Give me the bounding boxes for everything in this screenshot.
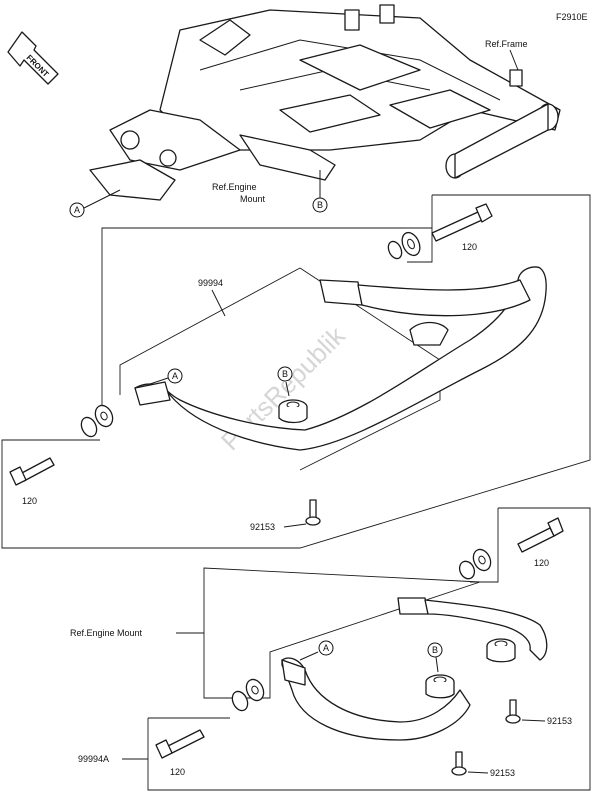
screw-lower-right-label: 92153 bbox=[547, 716, 572, 726]
frame-illustration bbox=[89, 4, 561, 201]
bushing-upper-right-icon bbox=[387, 231, 421, 260]
ref-engine-mount-top-line2: Mount bbox=[240, 194, 266, 204]
screw-lower-right-icon bbox=[505, 699, 521, 724]
screw-lower-center-label: 92153 bbox=[490, 768, 515, 778]
bushing-lower-left-icon bbox=[231, 678, 265, 712]
svg-text:B: B bbox=[317, 200, 323, 210]
svg-text:A: A bbox=[323, 643, 329, 653]
ref-frame-label: Ref.Frame bbox=[485, 39, 528, 49]
front-arrow-icon: FRONT bbox=[7, 31, 59, 85]
svg-text:B: B bbox=[282, 369, 288, 379]
bolt-lower-left-label: 120 bbox=[170, 767, 185, 777]
screw-upper-label: 92153 bbox=[250, 522, 275, 532]
lower-callout-a: A bbox=[299, 640, 334, 661]
bolt-upper-right-label: 120 bbox=[462, 242, 477, 252]
svg-text:A: A bbox=[172, 371, 178, 381]
lower-callout-b: B bbox=[427, 642, 443, 673]
frame-callout-b: B bbox=[312, 170, 328, 213]
bolt-upper-left-label: 120 bbox=[22, 496, 37, 506]
bolt-lower-right-label: 120 bbox=[534, 558, 549, 568]
lower-guard-bar bbox=[281, 597, 548, 741]
upper-callout-b: B bbox=[277, 366, 293, 397]
assy-lower-label: 99994A bbox=[78, 754, 109, 764]
svg-text:B: B bbox=[432, 645, 438, 655]
svg-text:A: A bbox=[74, 205, 80, 215]
bushing-upper-left-icon bbox=[80, 404, 114, 438]
upper-callout-a: A bbox=[149, 368, 183, 385]
assy-upper-label: 99994 bbox=[198, 278, 223, 288]
ref-engine-mount-lower-label: Ref.Engine Mount bbox=[70, 628, 143, 638]
screw-upper-icon bbox=[305, 499, 321, 526]
bolt-upper-left-icon bbox=[9, 457, 55, 486]
upper-guard-bar bbox=[134, 266, 547, 451]
ref-engine-mount-top-line1: Ref.Engine bbox=[212, 182, 257, 192]
figure-code: F2910E bbox=[556, 12, 588, 22]
screw-lower-center-icon bbox=[451, 751, 467, 776]
bolt-lower-right-icon bbox=[517, 517, 564, 553]
frame-callout-a: A bbox=[69, 189, 121, 218]
bolt-lower-left-icon bbox=[155, 729, 205, 759]
bolt-upper-right-icon bbox=[431, 203, 493, 242]
bushing-lower-right-icon bbox=[458, 548, 492, 580]
